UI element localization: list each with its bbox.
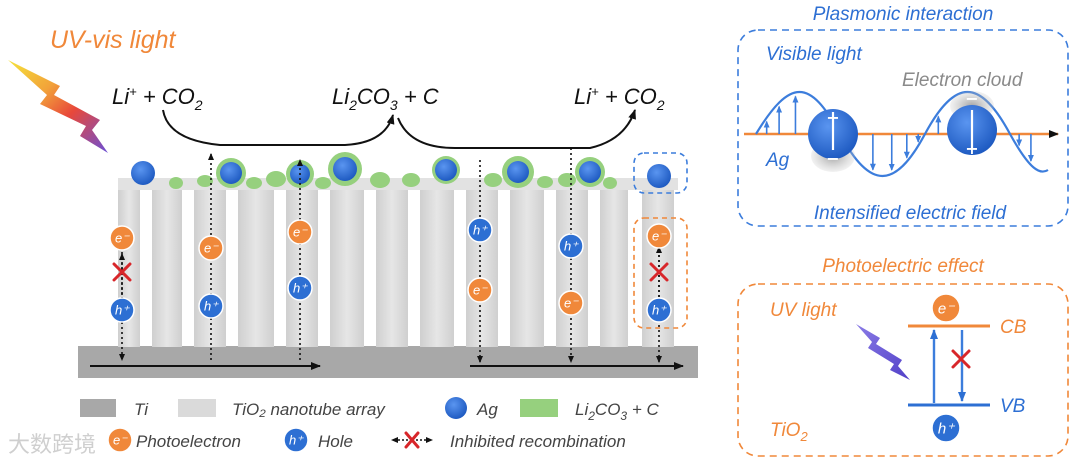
watermark: 大数跨境: [8, 433, 96, 458]
cb-label: CB: [1000, 317, 1027, 338]
photoelectron-0: e⁻: [109, 225, 135, 251]
hole-3: h⁺: [198, 293, 224, 319]
legend-carriers: e⁻ h⁺: [107, 427, 309, 453]
photoelectron-10: e⁻: [646, 223, 672, 249]
svg-text:e⁻: e⁻: [115, 231, 130, 246]
carriers: e⁻ h⁺ e⁻ h⁺ e⁻ h⁺ h⁺ e⁻ h⁺ e⁻ e⁻ h⁺: [109, 217, 672, 323]
ag-label: Ag: [765, 150, 790, 171]
photoelectron-2: e⁻: [198, 235, 224, 261]
legend-hole-label: Hole: [318, 432, 353, 451]
inhibited-recombination-marks: [112, 262, 669, 282]
hole-8: h⁺: [558, 233, 584, 259]
photoelectric-title: Photoelectric effect: [822, 256, 984, 277]
legend-photoelectron-icon: e⁻: [107, 427, 133, 453]
ti-substrate: [78, 346, 698, 378]
svg-text:h⁺: h⁺: [293, 281, 308, 296]
svg-text:h⁺: h⁺: [115, 303, 130, 318]
panel-inhibited-mark: [951, 349, 971, 369]
svg-text:e⁻: e⁻: [564, 296, 579, 311]
uv-vis-light-label: UV-vis light: [50, 26, 177, 54]
svg-text:−: −: [826, 149, 839, 168]
legend-ti-swatch: [80, 399, 116, 417]
hole-11: h⁺: [646, 297, 672, 323]
electron-cloud-label: Electron cloud: [902, 70, 1024, 91]
svg-text:+: +: [965, 139, 978, 158]
legend-photoelectron-label: Photoelectron: [136, 432, 241, 451]
hole-1: h⁺: [109, 297, 135, 323]
tio2-nanotube-array: [118, 178, 678, 347]
photoelectric-panel: [737, 283, 1069, 457]
reaction-arrow-1: [162, 109, 395, 146]
svg-text:e⁻: e⁻: [938, 300, 955, 317]
lightning-icon: [8, 60, 108, 153]
hole-5: h⁺: [287, 275, 313, 301]
svg-text:h⁺: h⁺: [473, 223, 488, 238]
uv-lightning-icon: [856, 324, 910, 380]
svg-text:e⁻: e⁻: [652, 229, 667, 244]
carrier-highlight-box: [633, 217, 688, 329]
legend-inhibited-label: Inhibited recombination: [450, 432, 626, 451]
legend-ag-swatch: [445, 397, 467, 419]
svg-text:e⁻: e⁻: [473, 283, 488, 298]
svg-text:h⁺: h⁺: [289, 433, 304, 448]
legend-hole-icon: h⁺: [283, 427, 309, 453]
visible-light-label: Visible light: [766, 44, 862, 65]
photoelectron-9: e⁻: [558, 290, 584, 316]
panel-hole: h⁺: [931, 413, 961, 443]
panel-carriers: e⁻ h⁺: [931, 293, 961, 443]
svg-text:h⁺: h⁺: [652, 303, 667, 318]
vb-label: VB: [1000, 396, 1026, 417]
light-wave: [755, 91, 1049, 177]
svg-text:e⁻: e⁻: [293, 225, 308, 240]
intensified-field-label: Intensified electric field: [814, 203, 1008, 224]
legend-tio2-label: TiO₂ nanotube array: [232, 400, 386, 419]
svg-text:h⁺: h⁺: [564, 239, 579, 254]
ag-nanoparticles: [131, 152, 671, 188]
legend-tio2-swatch: [178, 399, 216, 417]
legend-ag-label: Ag: [476, 400, 498, 419]
plasmonic-panel: [737, 29, 1069, 227]
svg-text:h⁺: h⁺: [938, 420, 955, 437]
legend-inhibited-icon: [391, 431, 433, 449]
svg-text:h⁺: h⁺: [204, 299, 219, 314]
plasmonic-title: Plasmonic interaction: [813, 4, 994, 25]
legend-li2co3-swatch: [520, 399, 558, 417]
legend-li2co3-label: Li2CO3 + C: [575, 400, 659, 423]
svg-text:−: −: [965, 89, 978, 108]
field-arrows: [763, 95, 1034, 171]
photoelectron-4: e⁻: [287, 219, 313, 245]
panel-electron: e⁻: [931, 293, 961, 323]
reaction-right: Li+ + CO2: [574, 84, 665, 113]
photoelectron-7: e⁻: [467, 277, 493, 303]
svg-text:e⁻: e⁻: [113, 433, 128, 448]
svg-text:e⁻: e⁻: [204, 241, 219, 256]
ag-highlight-box: [633, 152, 688, 194]
legend-ti-label: Ti: [134, 400, 149, 419]
reaction-middle: Li2CO3 + C: [332, 84, 439, 113]
li2co3-particles: [169, 171, 617, 189]
tio2-label: TiO2: [770, 420, 808, 444]
reaction-left: Li+ + CO2: [112, 84, 203, 113]
svg-text:+: +: [826, 108, 839, 127]
uv-light-label: UV light: [770, 300, 837, 321]
reaction-arrow-2: [397, 109, 636, 149]
hole-6: h⁺: [467, 217, 493, 243]
